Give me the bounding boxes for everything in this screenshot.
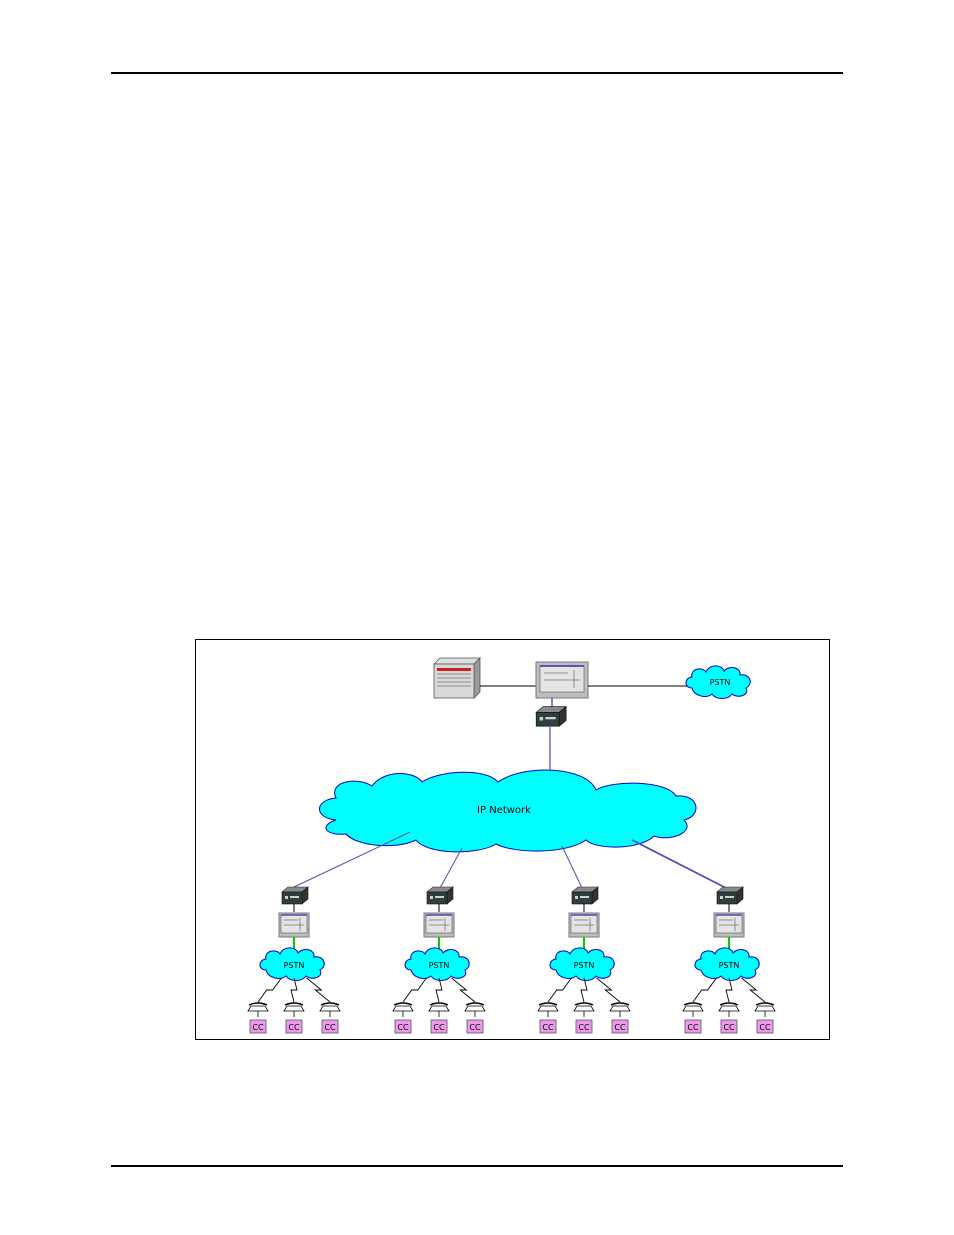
cc-label: CC xyxy=(687,1023,699,1032)
cc-box xyxy=(249,1019,267,1034)
cluster-1: PSTN CC CC CC xyxy=(247,886,341,1034)
wireless-link-icon xyxy=(741,977,766,1003)
telephone-icon xyxy=(428,1002,450,1018)
header-rule xyxy=(111,72,843,74)
cc-label: CC xyxy=(288,1023,300,1032)
pstn-label: PSTN xyxy=(284,961,305,970)
telephone-icon xyxy=(319,1002,341,1018)
wireless-link-icon xyxy=(402,977,427,1003)
wireless-link-icon xyxy=(725,977,733,1003)
router-icon xyxy=(571,886,599,905)
wireless-link-icon xyxy=(257,977,282,1003)
wireless-link-icon xyxy=(692,977,717,1003)
cluster-2: PSTN CC CC CC xyxy=(392,886,486,1034)
router-icon xyxy=(716,886,744,905)
ip-network-label: IP Network xyxy=(477,805,531,816)
gateway-icon xyxy=(423,912,455,938)
telephone-icon xyxy=(392,1002,414,1018)
pstn-label-top: PSTN xyxy=(710,678,731,687)
cc-label: CC xyxy=(723,1023,735,1032)
router-icon xyxy=(281,886,309,905)
wireless-link-icon xyxy=(435,977,443,1003)
ip-cluster-link-3 xyxy=(561,845,583,889)
footer-rule xyxy=(111,1165,843,1167)
pstn-label: PSTN xyxy=(429,961,450,970)
wireless-link-icon xyxy=(290,977,298,1003)
telephone-icon xyxy=(464,1002,486,1018)
telephone-icon xyxy=(682,1002,704,1018)
cc-box xyxy=(394,1019,412,1034)
cluster-3: PSTN CC CC CC xyxy=(537,886,631,1034)
gateway-icon xyxy=(713,912,745,938)
cc-label: CC xyxy=(252,1023,264,1032)
wireless-link-icon xyxy=(580,977,588,1003)
telephone-icon xyxy=(283,1002,305,1018)
cluster-4: PSTN CC CC CC xyxy=(682,886,776,1034)
wireless-link-icon xyxy=(451,977,476,1003)
central-gateway-icon xyxy=(535,661,589,699)
cc-label: CC xyxy=(469,1023,481,1032)
ip-network-cloud-icon xyxy=(319,769,697,853)
cc-label: CC xyxy=(397,1023,409,1032)
cc-box xyxy=(466,1019,484,1034)
gateway-icon xyxy=(278,912,310,938)
cc-box xyxy=(684,1019,702,1034)
cc-box xyxy=(611,1019,629,1034)
telephone-icon xyxy=(609,1002,631,1018)
router-icon xyxy=(535,706,567,727)
cc-label: CC xyxy=(433,1023,445,1032)
cc-box xyxy=(756,1019,774,1034)
cc-box xyxy=(321,1019,339,1034)
telephone-icon xyxy=(537,1002,559,1018)
cc-label: CC xyxy=(759,1023,771,1032)
ip-cluster-link-2 xyxy=(439,847,463,889)
cc-label: CC xyxy=(614,1023,626,1032)
telephone-icon xyxy=(247,1002,269,1018)
gateway-icon xyxy=(568,912,600,938)
ip-cluster-link-1 xyxy=(291,831,411,889)
pstn-label: PSTN xyxy=(574,961,595,970)
wireless-link-icon xyxy=(306,977,331,1003)
cc-label: CC xyxy=(542,1023,554,1032)
telephone-icon xyxy=(573,1002,595,1018)
wireless-link-icon xyxy=(547,977,572,1003)
cc-box xyxy=(539,1019,557,1034)
pstn-label: PSTN xyxy=(719,961,740,970)
cc-box xyxy=(575,1019,593,1034)
telephone-icon xyxy=(718,1002,740,1018)
router-icon xyxy=(426,886,454,905)
cc-label: CC xyxy=(324,1023,336,1032)
telephone-icon xyxy=(754,1002,776,1018)
cc-box xyxy=(720,1019,738,1034)
cc-label: CC xyxy=(578,1023,590,1032)
cc-box xyxy=(430,1019,448,1034)
server-icon xyxy=(433,657,481,699)
ip-cluster-link-4 xyxy=(631,839,727,889)
wireless-link-icon xyxy=(596,977,621,1003)
cc-box xyxy=(285,1019,303,1034)
